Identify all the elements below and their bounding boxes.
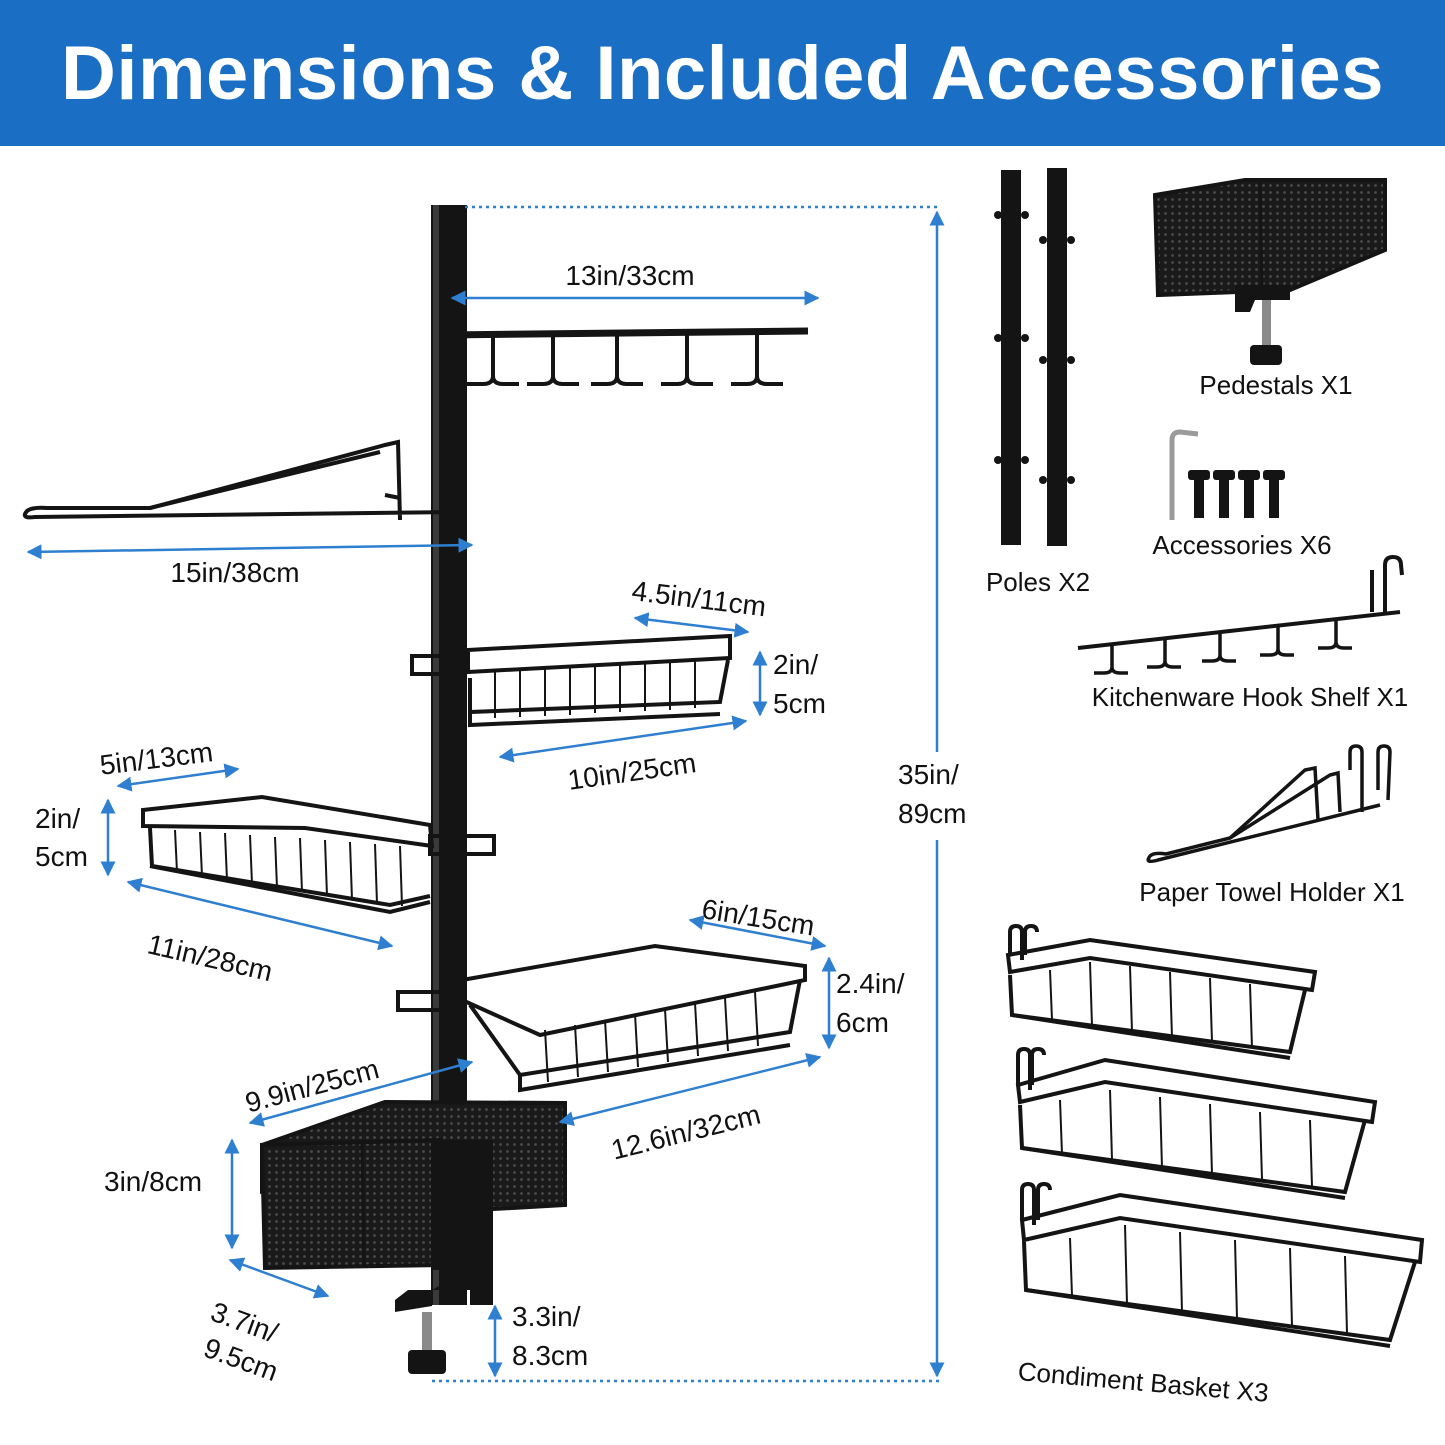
dimension-lines: [26, 205, 945, 1383]
rack-assembly: [22, 205, 809, 1374]
hook-width-label: 13in/33cm: [565, 260, 695, 291]
paper-towel-holder: [22, 439, 461, 521]
shelf3-height-label-b: 6cm: [836, 1007, 889, 1038]
accessory-label-hook-shelf: Kitchenware Hook Shelf X1: [1091, 682, 1409, 712]
pole-icon: [994, 168, 1075, 546]
pedestal-height-label: 3in/8cm: [104, 1166, 203, 1197]
clamp-height-label-a: 3.3in/: [512, 1301, 581, 1332]
shelf3-height-label-a: 2.4in/: [836, 968, 905, 999]
bottom-clamp: [395, 1140, 493, 1374]
towel-holder-icon: [1146, 744, 1392, 864]
total-height-label-b: 89cm: [898, 798, 967, 829]
towel-width-label: 15in/38cm: [170, 557, 300, 588]
page-title: Dimensions & Included Accessories: [60, 30, 1384, 116]
hook-shelf: [444, 327, 809, 386]
hook-shelf-icon: [1077, 554, 1404, 675]
shelf2-height-label-a: 2in/: [35, 803, 81, 834]
total-height-label-a: 35in/: [898, 759, 959, 790]
accessory-label-accessories: Accessories X6: [1152, 530, 1332, 560]
wire-basket-icon: [1005, 923, 1425, 1348]
title-banner: Dimensions & Included Accessories: [0, 0, 1445, 146]
shelf1-height-label-a: 2in/: [773, 649, 819, 680]
shelf2-height-label-b: 5cm: [35, 841, 88, 872]
pedestal-basket: [259, 1099, 567, 1271]
accessory-label-pedestals: Pedestals X1: [1199, 370, 1353, 400]
accessory-label-poles: Poles X2: [985, 567, 1091, 597]
shelf1-height-label-b: 5cm: [773, 688, 826, 719]
clamp-height-label-b: 8.3cm: [512, 1340, 589, 1371]
accessory-label-towel-holder: Paper Towel Holder X1: [1139, 877, 1405, 907]
screws-allen-key-icon: [1169, 429, 1285, 520]
pedestal-basket-icon: [1152, 178, 1387, 365]
